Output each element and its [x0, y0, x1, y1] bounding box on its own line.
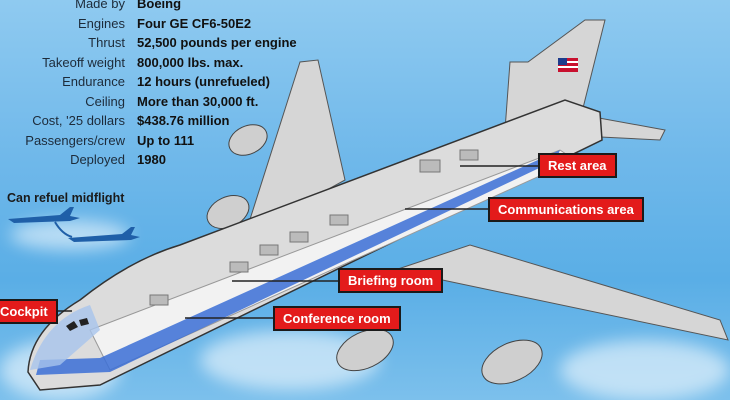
spec-value: Four GE CF6-50E2 — [137, 15, 252, 31]
spec-value: Up to 111 — [137, 132, 195, 148]
cockpit-windows-icon — [66, 318, 89, 331]
spec-value: 52,500 pounds per engine — [137, 35, 297, 51]
us-flag-icon — [558, 58, 578, 72]
spec-row: Passengers/crew Up to 111 — [0, 131, 300, 151]
spec-row: Takeoff weight 800,000 lbs. max. — [0, 53, 300, 73]
callout-communications-area: Communications area — [488, 197, 644, 222]
spec-row: Engines Four GE CF6-50E2 — [0, 14, 300, 34]
callout-rest-area: Rest area — [538, 153, 617, 178]
spec-value: 12 hours (unrefueled) — [137, 74, 270, 90]
refuel-note: Can refuel midflight — [7, 191, 125, 205]
spec-row: Made by Boeing — [0, 0, 300, 14]
engine — [336, 328, 394, 372]
spec-label: Takeoff weight — [42, 54, 125, 70]
spec-label: Engines — [78, 15, 125, 31]
lower-wing — [393, 244, 729, 341]
leader-lines — [56, 165, 540, 319]
engine — [228, 124, 268, 156]
spec-row: Cost, '25 dollars $438.76 million — [0, 111, 300, 131]
spec-row: Deployed 1980 — [0, 150, 300, 170]
spec-label: Ceiling — [85, 93, 125, 109]
spec-value: Boeing — [137, 0, 182, 12]
spec-label: Thrust — [88, 35, 125, 51]
seats — [149, 149, 479, 306]
callout-briefing-room: Briefing room — [338, 268, 444, 293]
callout-conference-room: Conference room — [273, 306, 401, 331]
spec-row: Endurance 12 hours (unrefueled) — [0, 72, 300, 92]
engine — [481, 339, 543, 385]
spec-value: 1980 — [137, 152, 166, 168]
spec-row: Ceiling More than 30,000 ft. — [0, 92, 300, 112]
spec-value: $438.76 million — [137, 113, 230, 129]
callout-cockpit: Cockpit — [0, 299, 58, 324]
spec-label: Endurance — [62, 74, 125, 90]
cloud — [560, 340, 730, 400]
spec-label: Made by — [75, 0, 125, 12]
spec-value: 800,000 lbs. max. — [137, 54, 244, 70]
spec-row: Thrust 52,500 pounds per engine — [0, 33, 300, 53]
spec-label: Cost, '25 dollars — [32, 113, 125, 129]
refueling-planes-icon — [8, 207, 140, 242]
spec-label: Passengers/crew — [25, 132, 125, 148]
spec-label: Deployed — [70, 152, 125, 168]
spec-value: More than 30,000 ft. — [137, 93, 259, 109]
